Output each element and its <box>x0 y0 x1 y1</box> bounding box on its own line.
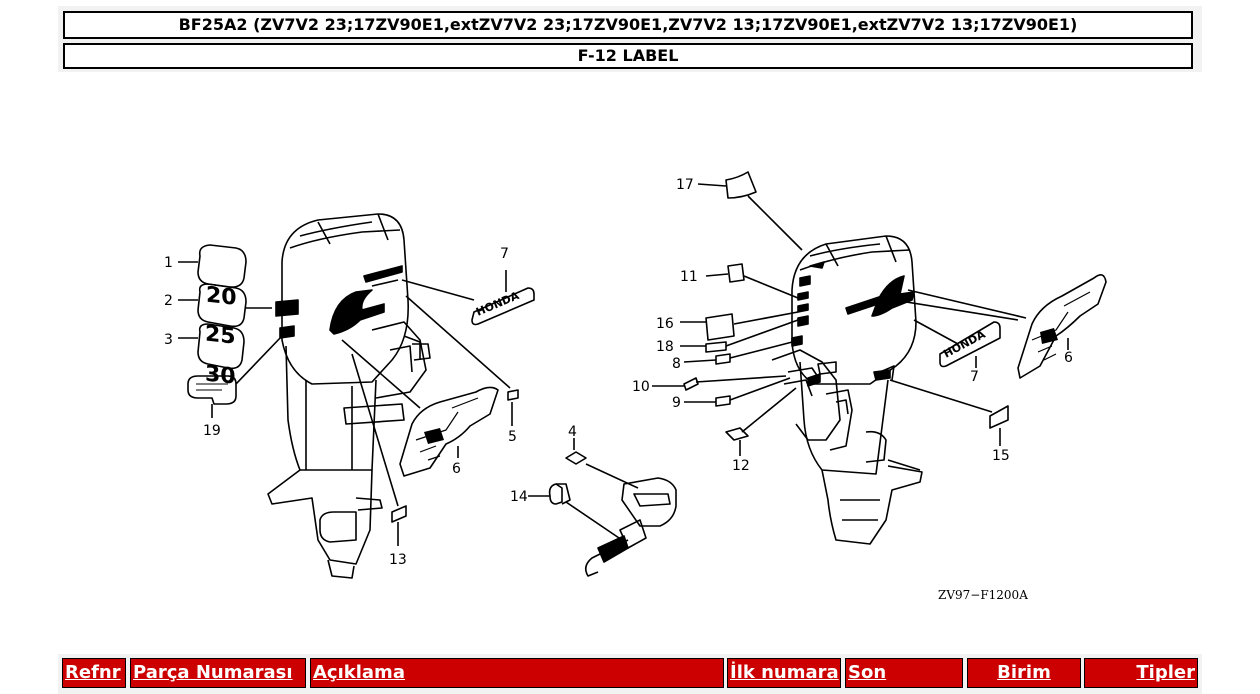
callout-6-right: 6 <box>1064 350 1073 366</box>
honda-emblem-right: HONDA <box>939 321 1001 368</box>
label-19 <box>187 375 237 405</box>
badge-20: 20 <box>197 244 247 311</box>
label-13 <box>391 505 407 523</box>
callout-11: 11 <box>680 269 698 285</box>
drawing-code: ZV97−F1200A <box>938 588 1028 602</box>
parts-table: Refnr Parça Numarası Açıklama İlk numara… <box>58 654 1202 694</box>
honda-emblem-left: HONDA <box>471 287 535 326</box>
header-panel: BF25A2 (ZV7V2 23;17ZV90E1,extZV7V2 23;17… <box>58 6 1202 72</box>
col-first-number[interactable]: İlk numara <box>727 658 841 688</box>
callout-10: 10 <box>632 379 650 395</box>
outboard-engine-left <box>267 213 431 579</box>
col-part-number[interactable]: Parça Numarası <box>130 658 306 688</box>
model-title: BF25A2 (ZV7V2 23;17ZV90E1,extZV7V2 23;17… <box>63 11 1193 39</box>
label-5 <box>507 389 519 401</box>
label-17 <box>725 171 757 199</box>
callout-numbers: 1 2 3 4 5 6 6 7 7 8 9 10 11 12 13 14 15 … <box>164 177 1073 568</box>
side-decal-right <box>1017 274 1107 379</box>
parts-diagram: 20 25 30 HONDA <box>0 80 1260 640</box>
callout-8: 8 <box>672 356 681 372</box>
callout-3: 3 <box>164 332 173 348</box>
tiller-handle <box>584 477 677 577</box>
side-decal-left <box>399 386 499 477</box>
table-header-row: Refnr Parça Numarası Açıklama İlk numara… <box>62 658 1198 688</box>
callout-12: 12 <box>732 458 750 474</box>
callout-9: 9 <box>672 395 681 411</box>
svg-text:HONDA: HONDA <box>474 289 521 319</box>
callout-19: 19 <box>203 423 221 439</box>
callout-13: 13 <box>389 552 407 568</box>
col-last[interactable]: Son <box>845 658 963 688</box>
label-18 <box>705 341 727 353</box>
outboard-engine-right <box>771 235 923 545</box>
clip-14 <box>548 483 571 505</box>
section-title: F-12 LABEL <box>63 43 1193 69</box>
callout-16: 16 <box>656 316 674 332</box>
callout-5: 5 <box>508 429 517 445</box>
callout-7-right: 7 <box>970 369 979 385</box>
callout-14: 14 <box>510 489 528 505</box>
col-types[interactable]: Tipler <box>1084 658 1198 688</box>
col-refnr[interactable]: Refnr <box>62 658 126 688</box>
callout-2: 2 <box>164 293 173 309</box>
col-unit[interactable]: Birim <box>967 658 1081 688</box>
label-16 <box>705 313 735 341</box>
callout-4: 4 <box>568 424 577 440</box>
label-15 <box>989 405 1009 429</box>
callout-7-left: 7 <box>500 246 509 262</box>
callout-6-left: 6 <box>452 461 461 477</box>
callout-18: 18 <box>656 339 674 355</box>
callout-1: 1 <box>164 255 173 271</box>
label-9 <box>715 395 731 407</box>
col-description[interactable]: Açıklama <box>310 658 724 688</box>
label-11 <box>727 263 745 283</box>
callout-15: 15 <box>992 448 1010 464</box>
label-12 <box>725 427 749 441</box>
callout-17: 17 <box>676 177 694 193</box>
label-10 <box>683 377 699 391</box>
label-8 <box>715 353 731 365</box>
label-4 <box>565 451 587 465</box>
